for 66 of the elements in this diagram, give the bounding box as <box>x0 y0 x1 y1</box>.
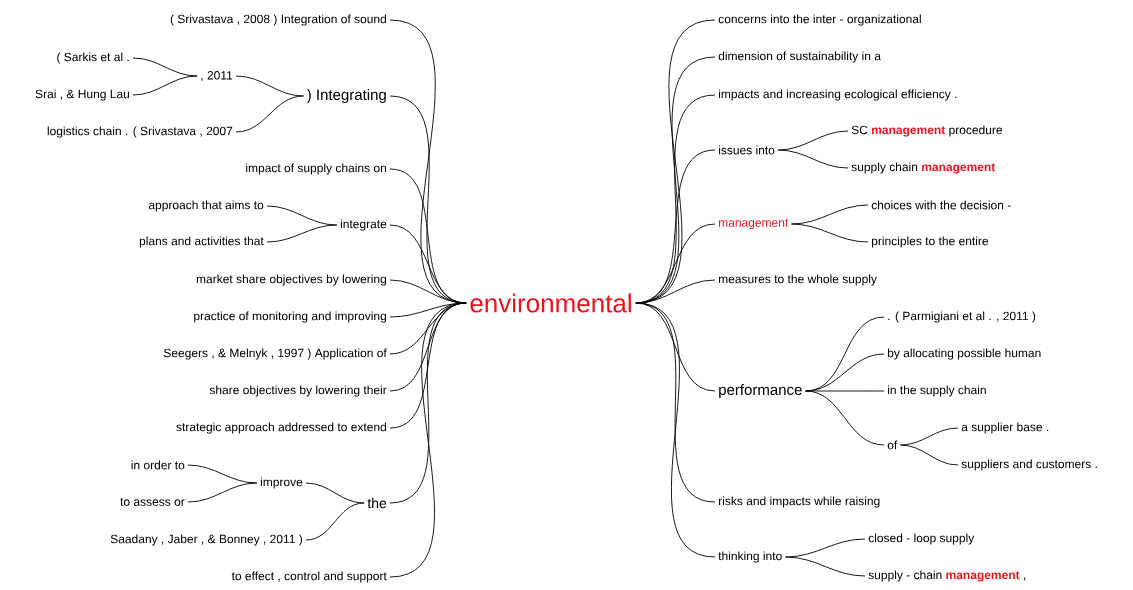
branch-curve <box>777 130 849 151</box>
branch-curve <box>132 75 198 96</box>
tree-phrase: issues into <box>719 145 775 155</box>
tree-phrase: the <box>367 497 387 509</box>
tree-phrase: measures to the whole supply <box>719 274 877 286</box>
tree-phrase: integrate <box>340 219 387 231</box>
branch-curve <box>791 204 869 225</box>
tree-phrase: principles to the entire <box>872 236 989 248</box>
tree-phrase: thinking into <box>718 551 782 563</box>
tree-phrase: to assess or <box>120 498 185 506</box>
tree-phrase: , 2011 <box>201 71 233 81</box>
tree-phrase: a supplier base . <box>961 422 1049 434</box>
tree-phrase: suppliers and customers . <box>961 459 1097 471</box>
branch-curve <box>899 444 959 466</box>
tree-phrase: by allocating possible human <box>888 348 1041 360</box>
tree-phrase: share objectives by lowering their <box>209 385 387 397</box>
tree-phrase: concerns into the inter - organizational <box>718 14 921 26</box>
tree-phrase: management <box>719 218 789 230</box>
branch-curve <box>235 75 304 97</box>
tree-phrase: of <box>887 440 898 450</box>
branch-curve <box>785 538 866 558</box>
tree-phrase: in order to <box>131 460 185 470</box>
tree-phrase: logistics chain . ( Srivastava , 2007 <box>47 126 233 138</box>
tree-phrase: improve <box>260 477 303 489</box>
branch-curve <box>389 302 467 578</box>
tree-phrase: choices with the decision - <box>871 200 1011 210</box>
tree-phrase: supply chain management <box>851 162 996 174</box>
tree-phrase: practice of monitoring and improving <box>194 311 386 323</box>
tree-phrase: risks and impacts while raising <box>719 496 880 508</box>
branch-curve <box>305 502 365 541</box>
branch-curve <box>235 95 304 133</box>
branch-curve <box>132 57 198 77</box>
branch-curve <box>777 149 849 169</box>
tree-phrase: ) Integrating <box>306 89 386 103</box>
branch-curve <box>899 427 959 446</box>
tree-phrase: market share objectives by lowering <box>196 274 386 286</box>
branch-curve <box>805 390 885 392</box>
branch-curve <box>785 556 866 577</box>
tree-phrase: supply - chain management , <box>868 570 1026 582</box>
tree-phrase: impact of supply chains on <box>246 163 386 175</box>
branch-curve <box>266 224 338 243</box>
branch-curve <box>187 482 258 503</box>
root-word: environmental <box>470 293 631 313</box>
tree-phrase: performance <box>719 384 802 398</box>
tree-phrase: . ( Parmigiani et al . , 2011 ) <box>888 311 1036 323</box>
branch-curve <box>266 205 338 226</box>
tree-phrase: ( Sarkis et al . <box>57 52 129 64</box>
tree-phrase: Seegers , & Melnyk , 1997 ) Application of <box>163 348 387 360</box>
tree-phrase: in the supply chain <box>888 385 986 397</box>
tree-phrase: Saadany , Jaber , & Bonney , 2011 ) <box>110 534 302 546</box>
branch-curve <box>389 302 467 392</box>
branch-curve <box>305 482 365 504</box>
tree-phrase: Srai , & Hung Lau <box>35 89 129 101</box>
tree-phrase: ( Srivastava , 2008 ) Integration of sound <box>170 14 386 26</box>
branch-curve <box>805 390 885 446</box>
tree-phrase: SC management procedure <box>851 125 1003 137</box>
branch-curve <box>635 302 716 392</box>
tree-phrase: closed - loop supply <box>868 533 975 545</box>
branch-curve <box>635 302 716 558</box>
tree-phrase: to effect , control and support <box>231 571 387 583</box>
tree-phrase: impacts and increasing ecological efficiency . <box>719 89 957 101</box>
tree-phrase: approach that aims to <box>148 200 264 212</box>
tree-phrase: dimension of sustainability in a <box>718 51 881 63</box>
tree-phrase: plans and activities that <box>139 236 264 248</box>
branch-curve <box>791 223 869 243</box>
tree-phrase: strategic approach addressed to extend <box>176 422 386 434</box>
